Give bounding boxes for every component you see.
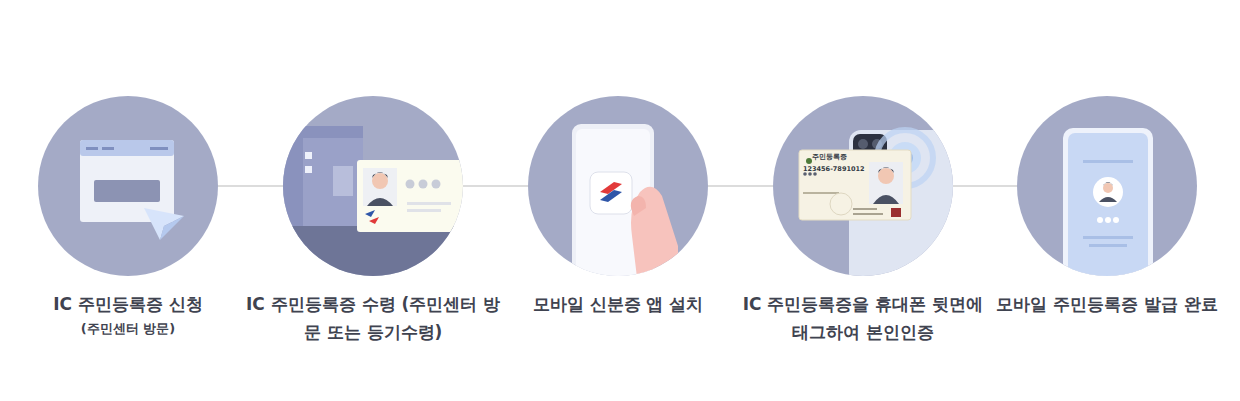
- receive-illustration: [283, 96, 463, 276]
- step-connector: [463, 185, 528, 187]
- step-caption: IC 주민등록증 신청(주민센터 방문): [0, 290, 258, 340]
- step-caption: 모바일 주민등록증 발급 완료: [977, 290, 1237, 318]
- step-title: IC 주민등록증 신청: [0, 290, 258, 318]
- step-connector: [708, 185, 773, 187]
- step-title: 모바일 주민등록증 발급 완료: [977, 290, 1237, 318]
- step-node: IC 주민등록증 신청(주민센터 방문): [38, 96, 218, 276]
- step-title: IC 주민등록증을 휴대폰 뒷면에 태그하여 본인인증: [733, 290, 993, 346]
- step-caption: 모바일 신분증 앱 설치: [488, 290, 748, 318]
- step-node: IC 주민등록증 수령 (주민센터 방문 또는 등기수령): [283, 96, 463, 276]
- step-title: IC 주민등록증 수령 (주민센터 방문 또는 등기수령): [243, 290, 503, 346]
- step-connector: [953, 185, 1017, 187]
- step-node: IC 주민등록증을 휴대폰 뒷면에 태그하여 본인인증: [773, 96, 953, 276]
- nfc-tag-illustration: [773, 96, 953, 276]
- step-node: 모바일 주민등록증 발급 완료: [1017, 96, 1197, 276]
- step-node: 모바일 신분증 앱 설치: [528, 96, 708, 276]
- step-title: 모바일 신분증 앱 설치: [488, 290, 748, 318]
- apply-illustration: [38, 96, 218, 276]
- card-text: 주민등록증: [812, 154, 847, 161]
- step-caption: IC 주민등록증을 휴대폰 뒷면에 태그하여 본인인증: [733, 290, 993, 346]
- step-caption: IC 주민등록증 수령 (주민센터 방문 또는 등기수령): [243, 290, 503, 346]
- step-note: (주민센터 방문): [0, 318, 258, 340]
- step-connector: [218, 185, 283, 187]
- app-install-illustration: [528, 96, 708, 276]
- card-text: 123456-7891012: [803, 166, 865, 173]
- issued-illustration: [1017, 96, 1197, 276]
